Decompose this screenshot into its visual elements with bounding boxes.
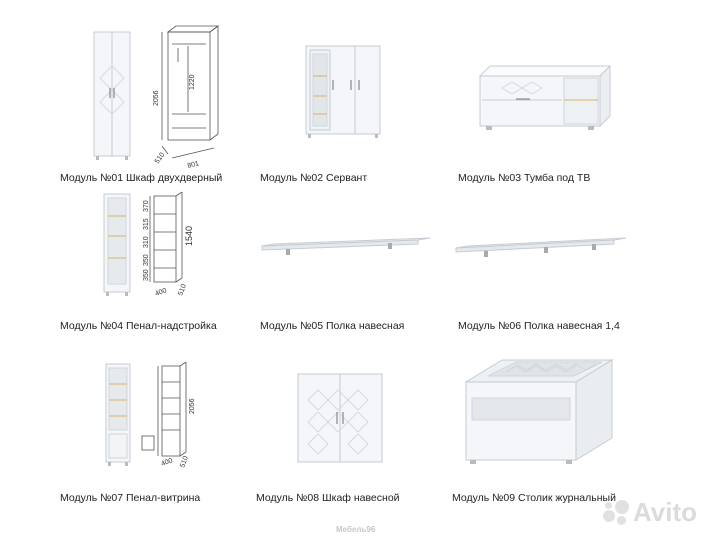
store-watermark: Мебель96	[336, 525, 376, 534]
dim-height: 2056	[153, 90, 160, 106]
avito-logo-icon	[602, 499, 629, 526]
dim-width: 400	[160, 457, 173, 468]
wardrobe-drawing	[161, 25, 220, 159]
module-01-image: 2056 1220 510 801	[82, 18, 222, 170]
module-05-image	[258, 230, 432, 264]
dim-s5: 350	[143, 269, 150, 281]
dim-height: 2056	[189, 398, 196, 414]
module-label: Модуль №09 Столик журнальный	[452, 492, 616, 504]
module-09-image	[456, 352, 622, 476]
dim-inner: 1220	[189, 74, 196, 90]
module-label: Модуль №08 Шкаф навесной	[256, 492, 400, 504]
dim-height: 1540	[184, 226, 194, 246]
module-04-image: 370 315 310 350 350 1540 400 510	[96, 188, 196, 300]
avito-text: Avito	[632, 497, 697, 527]
dim-width: 400	[154, 287, 167, 298]
dim-depth: 510	[154, 151, 166, 165]
module-label: Модуль №07 Пенал-витрина	[60, 492, 201, 504]
module-label: Модуль №03 Тумба под ТВ	[458, 172, 591, 184]
dim-depth: 510	[177, 283, 188, 296]
avito-watermark: Avito	[602, 497, 697, 528]
module-label: Модуль №06 Полка навесная 1,4	[458, 320, 620, 332]
wardrobe-photo	[93, 31, 131, 160]
dim-s3: 310	[143, 236, 150, 248]
dim-width: 801	[187, 160, 200, 168]
module-08-image	[294, 370, 386, 468]
module-label: Модуль №02 Сервант	[260, 172, 368, 184]
module-label: Модуль №01 Шкаф двухдверный	[60, 172, 223, 184]
dim-s1: 370	[143, 200, 150, 212]
module-02-image	[298, 40, 388, 140]
dim-depth: 510	[179, 455, 190, 468]
module-06-image	[452, 230, 628, 264]
module-label: Модуль №05 Полка навесная	[260, 320, 405, 332]
module-07-image: 2056 400 510	[98, 360, 198, 472]
dim-s2: 315	[143, 218, 150, 230]
module-03-image	[472, 58, 616, 138]
module-label: Модуль №04 Пенал-надстройка	[60, 320, 217, 332]
dim-s4: 350	[143, 254, 150, 266]
